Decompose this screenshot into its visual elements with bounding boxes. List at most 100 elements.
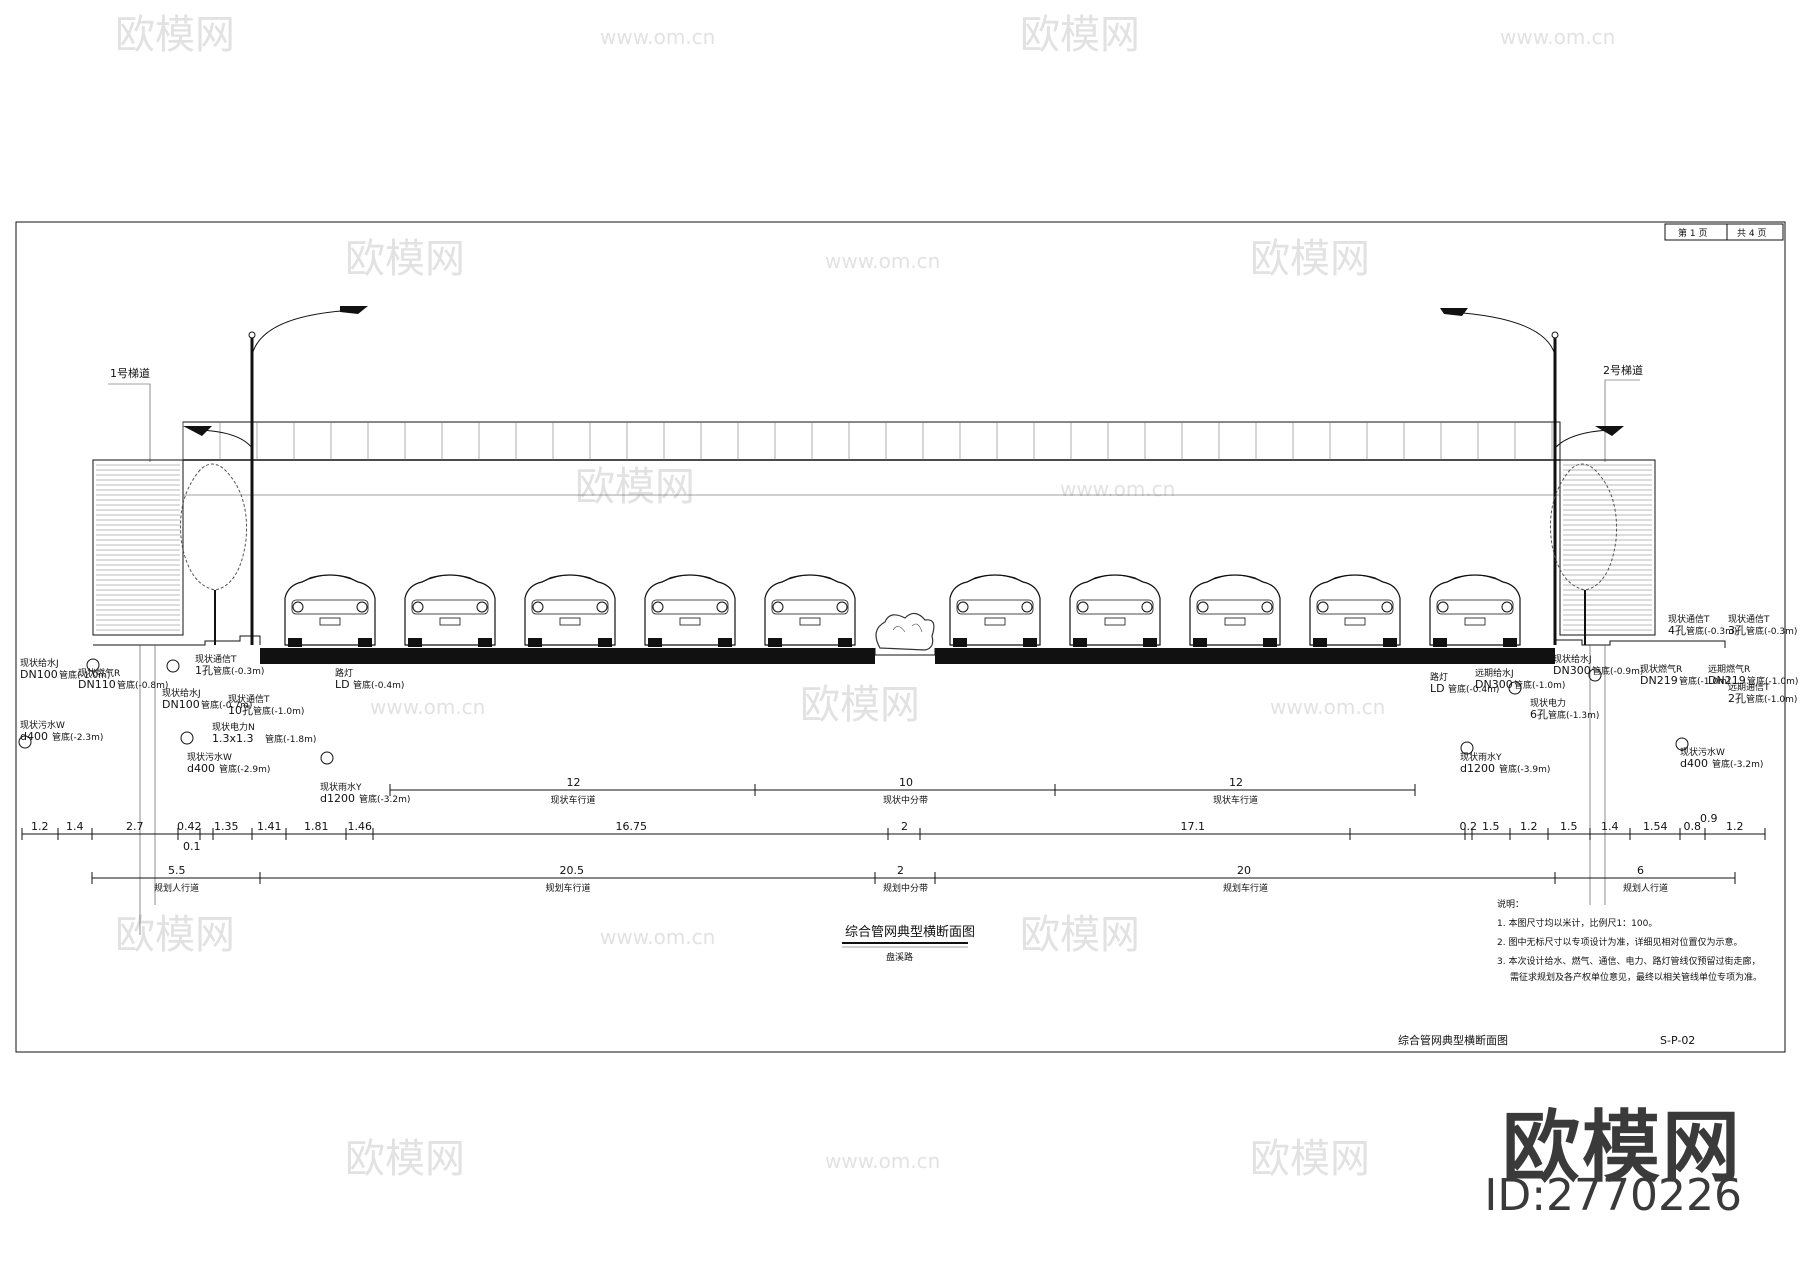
svg-text:4孔: 4孔 <box>1668 624 1686 637</box>
lane-label: 现状车行道 <box>1213 794 1258 806</box>
svg-text:管底(-1.0m): 管底(-1.0m) <box>253 705 304 717</box>
svg-text:现状通信T: 现状通信T <box>228 693 270 705</box>
lane-label: 规划中分带 <box>883 882 928 894</box>
svg-text:远期通信T: 远期通信T <box>1728 681 1770 693</box>
dimension-value: 0.9 <box>1700 812 1718 825</box>
lane-width: 5.5 <box>168 864 186 877</box>
car <box>1189 574 1281 647</box>
svg-text:管底(-3.9m): 管底(-3.9m) <box>1499 763 1550 775</box>
svg-text:管底(-1.0m): 管底(-1.0m) <box>1514 679 1565 691</box>
utility-label: 现状通信T1孔管底(-0.3m) <box>195 653 264 677</box>
svg-text:管底(-3.2m): 管底(-3.2m) <box>1712 758 1763 770</box>
svg-text:DN100: DN100 <box>20 668 58 681</box>
lane-width: 10 <box>899 776 913 789</box>
pipe-symbol <box>1675 737 1689 751</box>
dimension-value: 1.5 <box>1482 820 1500 833</box>
lane-width: 2 <box>897 864 904 877</box>
svg-text:现状给水J: 现状给水J <box>162 687 201 699</box>
svg-text:LD: LD <box>1430 682 1445 695</box>
svg-text:现状通信T: 现状通信T <box>1668 613 1710 625</box>
svg-text:管底(-0.3m): 管底(-0.3m) <box>1686 625 1737 637</box>
note-line: 1. 本图尺寸均以米计，比例尺1：100。 <box>1497 917 1657 929</box>
dimension-value: 1.35 <box>214 820 239 833</box>
svg-text:现状燃气R: 现状燃气R <box>78 667 120 679</box>
svg-text:现状雨水Y: 现状雨水Y <box>1460 751 1502 763</box>
dimension-value: 1.4 <box>1601 820 1619 833</box>
car <box>644 574 736 647</box>
lane-label: 规划人行道 <box>1623 882 1668 894</box>
watermark-logo: 欧模网 <box>575 464 695 510</box>
watermark-url: www.om.cn <box>600 925 715 949</box>
sheet-frame <box>15 221 1786 1053</box>
utility-label: 远期通信T2孔管底(-1.0m) <box>1728 681 1797 705</box>
lane-width: 20 <box>1237 864 1251 877</box>
svg-text:现状污水W: 现状污水W <box>1680 746 1725 758</box>
watermark-logo: 欧模网 <box>1020 912 1140 958</box>
svg-text:d1200: d1200 <box>320 792 355 805</box>
utility-label: 现状通信T10孔管底(-1.0m) <box>228 693 304 717</box>
pipe-symbol <box>166 659 180 673</box>
svg-text:远期燃气R: 远期燃气R <box>1708 663 1750 675</box>
svg-text:管底(-1.0m): 管底(-1.0m) <box>1747 675 1798 687</box>
svg-text:现状给水J: 现状给水J <box>20 657 59 669</box>
notes-heading: 说明： <box>1497 898 1524 910</box>
pipe-symbol <box>180 731 194 745</box>
watermark-layer: 欧模网 www.om.cn 欧模网 www.om.cn 欧模网 www.om.c… <box>115 12 1615 1182</box>
dimension-value: 1.2 <box>1726 820 1744 833</box>
pipe-symbol <box>1508 681 1522 695</box>
svg-text:DN110: DN110 <box>78 678 116 691</box>
watermark-logo: 欧模网 <box>1250 236 1370 282</box>
svg-text:DN100: DN100 <box>162 698 200 711</box>
watermark-url: www.om.cn <box>370 695 485 719</box>
page-current: 第 1 页 <box>1678 227 1707 239</box>
lane-width: 20.5 <box>560 864 585 877</box>
svg-text:2孔: 2孔 <box>1728 692 1746 705</box>
svg-text:管底(-1.8m): 管底(-1.8m) <box>265 733 316 745</box>
sheet-code: S-P-02 <box>1660 1034 1695 1047</box>
watermark-logo: 欧模网 <box>115 12 235 58</box>
svg-text:路灯: 路灯 <box>335 667 353 679</box>
median-shrubs <box>875 612 935 651</box>
page-number-box: 第 1 页 共 4 页 <box>1664 223 1784 241</box>
dimension-value: 17.1 <box>1181 820 1206 833</box>
watermark-url: www.om.cn <box>1270 695 1385 719</box>
svg-text:管底(-1.0m): 管底(-1.0m) <box>1746 693 1797 705</box>
svg-text:1孔: 1孔 <box>195 664 213 677</box>
stair-tower-left <box>92 459 184 636</box>
watermark-url: www.om.cn <box>1060 477 1175 501</box>
svg-text:路灯: 路灯 <box>1430 671 1448 683</box>
street-lamp-left <box>183 306 368 645</box>
svg-text:DN219: DN219 <box>1640 674 1678 687</box>
utility-label: 现状电力6孔管底(-1.3m) <box>1530 697 1599 721</box>
utility-label: 现状通信T4孔管底(-0.3m) <box>1668 613 1737 637</box>
car <box>1069 574 1161 647</box>
svg-text:d1200: d1200 <box>1460 762 1495 775</box>
svg-text:管底(-1.0m): 管底(-1.0m) <box>59 669 110 681</box>
dimension-value: 1.46 <box>348 820 373 833</box>
svg-text:6孔: 6孔 <box>1530 708 1548 721</box>
svg-text:LD: LD <box>335 678 350 691</box>
watermark-logo: 欧模网 <box>800 682 920 728</box>
page-total: 共 4 页 <box>1737 228 1766 239</box>
drawing-title: 综合管网典型横断面图 <box>845 925 975 940</box>
tree-right <box>1549 463 1618 645</box>
dimension-value: 0.2 <box>1460 820 1478 833</box>
svg-text:管底(-0.9m): 管底(-0.9m) <box>1592 665 1643 677</box>
dimension-value: 1.2 <box>1520 820 1538 833</box>
ramp-left-leader <box>108 383 151 462</box>
car <box>284 574 376 647</box>
svg-text:现状雨水Y: 现状雨水Y <box>320 781 362 793</box>
dimension-value: 1.4 <box>66 820 84 833</box>
